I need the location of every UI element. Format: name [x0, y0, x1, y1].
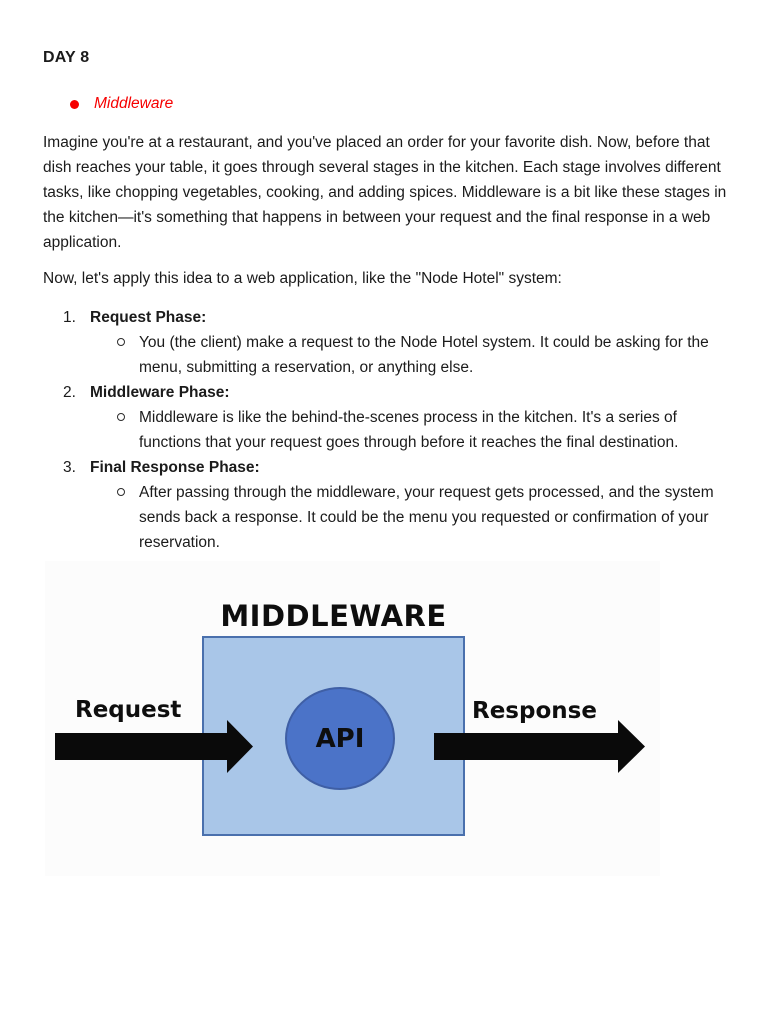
middleware-diagram: MIDDLEWARE API Request Response	[45, 561, 660, 876]
list-item-request-phase: 1. Request Phase: You (the client) make …	[43, 305, 733, 380]
hollow-bullet-icon	[117, 488, 125, 496]
phase-label: Final Response Phase:	[90, 459, 260, 476]
hollow-bullet-icon	[117, 413, 125, 421]
red-bullet-icon	[70, 99, 79, 109]
diagram-title: MIDDLEWARE	[220, 599, 447, 633]
response-label: Response	[472, 698, 597, 724]
application-paragraph: Now, let's apply this idea to a web appl…	[43, 270, 562, 287]
phases-list: 1. Request Phase: You (the client) make …	[43, 305, 733, 555]
api-circle: API	[285, 687, 395, 790]
list-number: 1.	[63, 309, 76, 326]
request-arrow	[55, 720, 253, 773]
phase-label: Middleware Phase:	[90, 384, 230, 401]
response-arrow	[434, 720, 645, 773]
hollow-bullet-icon	[117, 338, 125, 346]
phase-detail: You (the client) make a request to the N…	[139, 334, 709, 376]
list-number: 3.	[63, 459, 76, 476]
phase-detail: After passing through the middleware, yo…	[139, 484, 714, 551]
request-label: Request	[75, 697, 182, 723]
intro-paragraph: Imagine you're at a restaurant, and you'…	[43, 134, 727, 251]
list-item-middleware: Middleware	[70, 93, 733, 115]
phase-detail: Middleware is like the behind-the-scenes…	[139, 409, 679, 451]
list-item-final-response-phase: 3. Final Response Phase: After passing t…	[43, 455, 733, 555]
page-title: DAY 8	[43, 49, 90, 66]
flow-arrows	[55, 720, 645, 773]
list-number: 2.	[63, 384, 76, 401]
api-label: API	[315, 723, 365, 754]
phase-label: Request Phase:	[90, 309, 207, 326]
list-item-middleware-phase: 2. Middleware Phase: Middleware is like …	[43, 380, 733, 455]
middleware-topic-label: Middleware	[94, 95, 174, 112]
